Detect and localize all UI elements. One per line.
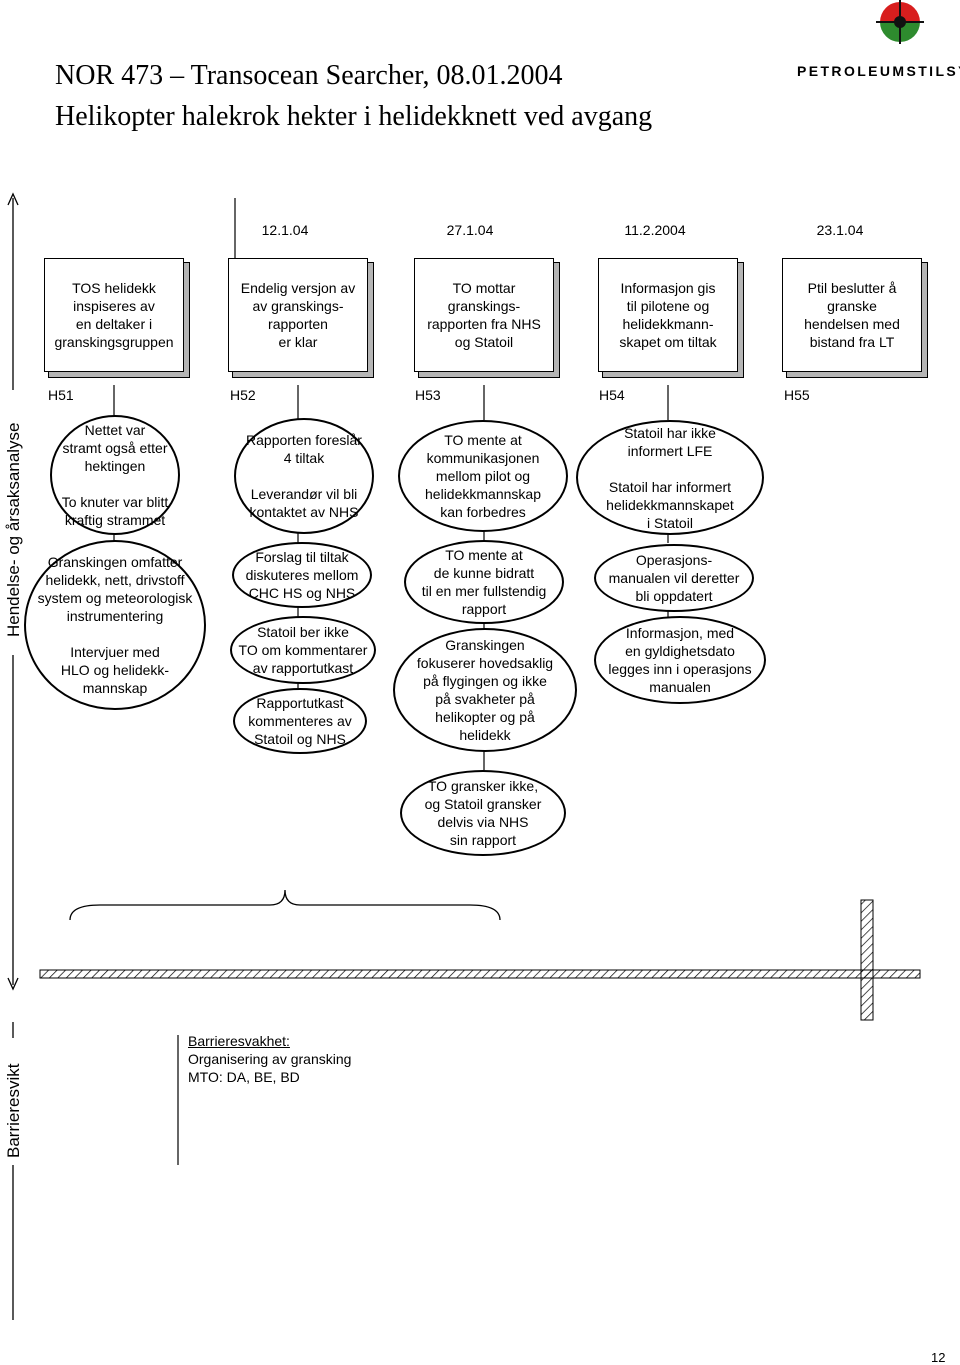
event-box: Ptil beslutter å granske hendelsen med b… xyxy=(782,258,922,372)
h-label: H51 xyxy=(48,387,74,403)
finding-oval: Granskingen omfatter helidekk, nett, dri… xyxy=(24,540,206,710)
brace xyxy=(69,889,501,921)
finding-text: Granskingen fokuserer hovedsaklig på fly… xyxy=(416,637,554,743)
finding-oval: TO gransker ikke, og Statoil gransker de… xyxy=(400,770,566,856)
event-text: Ptil beslutter å granske hendelsen med b… xyxy=(804,280,900,350)
timeline-arrow-left xyxy=(7,192,19,1320)
finding-oval: Rapportutkast kommenteres av Statoil og … xyxy=(233,688,367,754)
event-text: Endelig versjon av av granskings- rappor… xyxy=(240,280,356,350)
finding-oval: Statoil ber ikke TO om kommentarer av ra… xyxy=(230,616,376,684)
finding-text: Rapporten foreslår 4 tiltak Leverandør v… xyxy=(246,432,362,520)
finding-oval: Statoil har ikke informert LFE Statoil h… xyxy=(576,420,764,535)
finding-text: TO mente at kommunikasjonen mellom pilot… xyxy=(425,432,541,520)
finding-text: Statoil ber ikke TO om kommentarer av ra… xyxy=(238,624,368,676)
finding-oval: TO mente at kommunikasjonen mellom pilot… xyxy=(398,420,568,532)
h-label: H55 xyxy=(784,387,810,403)
finding-oval: Informasjon, med en gyldighetsdato legge… xyxy=(594,616,766,704)
event-text: TOS helidekk inspiseres av en deltaker i… xyxy=(54,280,174,350)
finding-text: TO gransker ikke, og Statoil gransker de… xyxy=(424,778,542,848)
finding-text: Granskingen omfatter helidekk, nett, dri… xyxy=(37,554,193,696)
page-title: NOR 473 – Transocean Searcher, 08.01.200… xyxy=(55,60,563,91)
finding-text: Nettet var stramt også etter hektingen T… xyxy=(61,422,169,528)
event-box: TOS helidekk inspiseres av en deltaker i… xyxy=(44,258,184,372)
finding-oval: TO mente at de kunne bidratt til en mer … xyxy=(404,540,564,624)
side-label-barrier: Barrieresvikt xyxy=(4,1063,23,1158)
event-text: TO mottar granskings- rapporten fra NHS … xyxy=(427,280,541,350)
date-label: 27.1.04 xyxy=(446,222,494,238)
event-box: Endelig versjon av av granskings- rappor… xyxy=(228,258,368,372)
barrier-post xyxy=(860,899,874,1021)
finding-oval: Rapporten foreslår 4 tiltak Leverandør v… xyxy=(234,418,374,534)
h-label: H53 xyxy=(415,387,441,403)
finding-oval: Granskingen fokuserer hovedsaklig på fly… xyxy=(393,628,577,752)
event-text: Informasjon gis til pilotene og helidekk… xyxy=(619,280,717,350)
barrier-line: MTO: DA, BE, BD xyxy=(188,1069,300,1085)
finding-text: Operasjons- manualen vil deretter bli op… xyxy=(608,552,740,604)
event-box: TO mottar granskings- rapporten fra NHS … xyxy=(414,258,554,372)
finding-oval: Nettet var stramt også etter hektingen T… xyxy=(50,415,180,535)
barrier-bar xyxy=(39,969,921,979)
barrier-heading: Barrieresvakhet: xyxy=(188,1033,290,1049)
h-label: H54 xyxy=(599,387,625,403)
logo-text: PETROLEUMSTILSYNET xyxy=(797,63,960,79)
logo-icon xyxy=(876,0,924,44)
finding-text: Forslag til tiltak diskuteres mellom CHC… xyxy=(245,549,359,601)
barrier-line: Organisering av gransking xyxy=(188,1051,352,1067)
date-label: 11.2.2004 xyxy=(624,222,686,238)
page-number: 12 xyxy=(931,1350,946,1365)
finding-text: Statoil har ikke informert LFE Statoil h… xyxy=(606,424,734,531)
finding-text: TO mente at de kunne bidratt til en mer … xyxy=(421,547,547,617)
h-label: H52 xyxy=(230,387,256,403)
finding-oval: Operasjons- manualen vil deretter bli op… xyxy=(594,544,754,612)
date-label: 12.1.04 xyxy=(261,222,309,238)
finding-text: Rapportutkast kommenteres av Statoil og … xyxy=(248,695,352,747)
date-label: 23.1.04 xyxy=(816,222,864,238)
finding-oval: Forslag til tiltak diskuteres mellom CHC… xyxy=(232,542,372,608)
side-label-analysis: Hendelse- og årsaksanalyse xyxy=(4,422,23,637)
event-box: Informasjon gis til pilotene og helidekk… xyxy=(598,258,738,372)
finding-text: Informasjon, med en gyldighetsdato legge… xyxy=(608,625,752,695)
connector-lines xyxy=(113,385,669,770)
page-subtitle: Helikopter halekrok hekter i helidekknet… xyxy=(55,101,653,132)
